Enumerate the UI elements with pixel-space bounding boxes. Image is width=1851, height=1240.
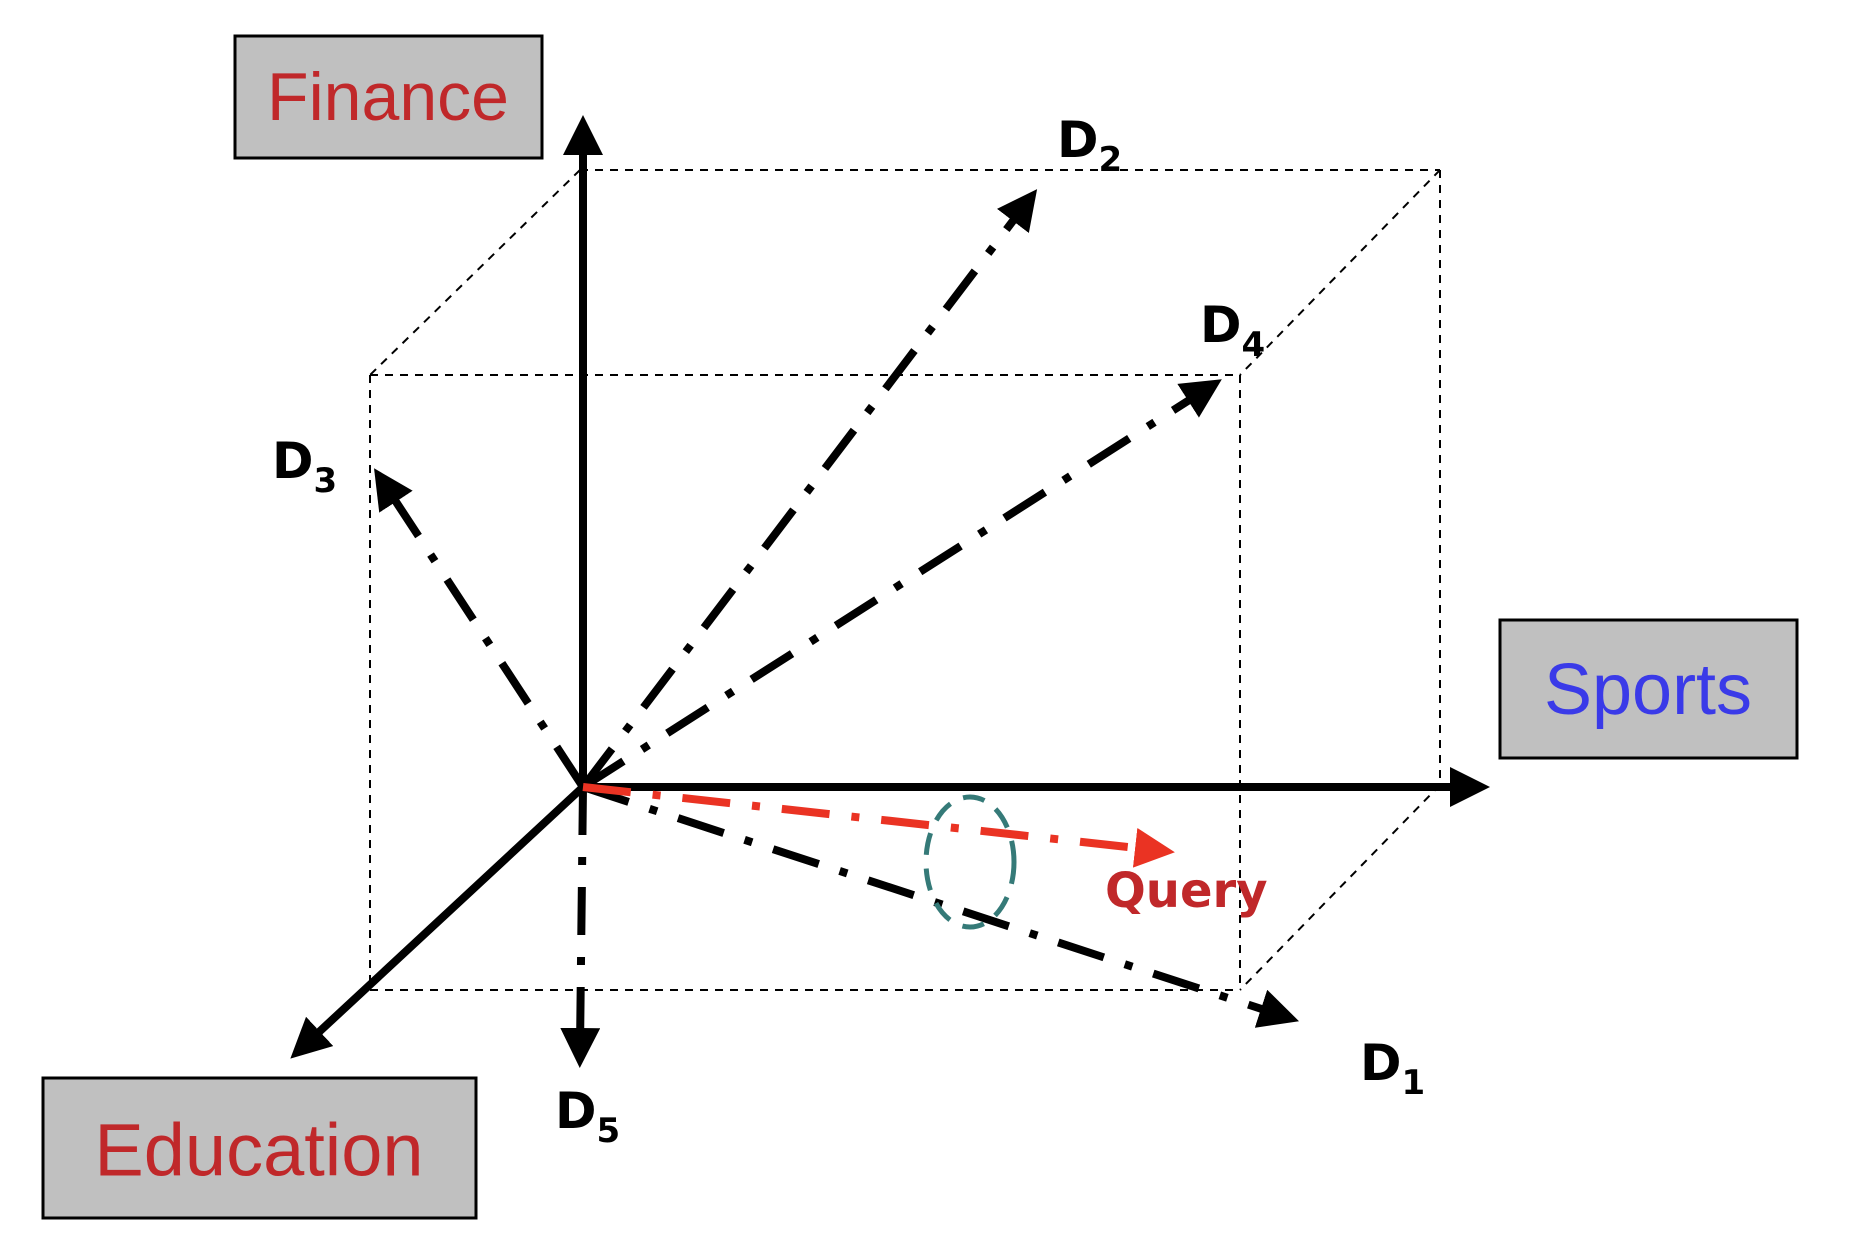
cube-edge bbox=[1239, 169, 1441, 376]
sports-box: Sports bbox=[1498, 618, 1799, 760]
d4-vector bbox=[580, 379, 1222, 791]
cube-wireframe bbox=[369, 169, 1441, 991]
education-label: Education bbox=[94, 1109, 423, 1192]
finance-box-bg bbox=[233, 34, 544, 160]
d1-vector bbox=[581, 783, 1300, 1028]
axes bbox=[290, 115, 1490, 1059]
education-box-bg bbox=[41, 1076, 478, 1220]
document-vectors bbox=[374, 189, 1300, 1068]
sports-label: Sports bbox=[1544, 650, 1752, 730]
finance-box: Finance bbox=[233, 34, 544, 160]
query-vector bbox=[582, 783, 1175, 868]
d2-label: D2 bbox=[1057, 111, 1122, 180]
d3-label: D3 bbox=[272, 432, 337, 501]
query-label: Query bbox=[1105, 863, 1268, 919]
d2-vector bbox=[579, 189, 1038, 790]
d1-label: D1 bbox=[1360, 1034, 1425, 1103]
education-box: Education bbox=[41, 1076, 478, 1220]
finance-label: Finance bbox=[267, 59, 509, 135]
d5-label: D5 bbox=[555, 1082, 620, 1151]
cube-edge bbox=[369, 169, 581, 376]
sports-box-bg bbox=[1498, 618, 1799, 760]
d5-vector bbox=[560, 786, 601, 1068]
similarity-ellipse bbox=[923, 794, 1017, 930]
d3-vector bbox=[374, 468, 587, 790]
education-axis bbox=[290, 783, 587, 1059]
cube-edge bbox=[1239, 784, 1441, 991]
d4-label: D4 bbox=[1200, 296, 1265, 365]
